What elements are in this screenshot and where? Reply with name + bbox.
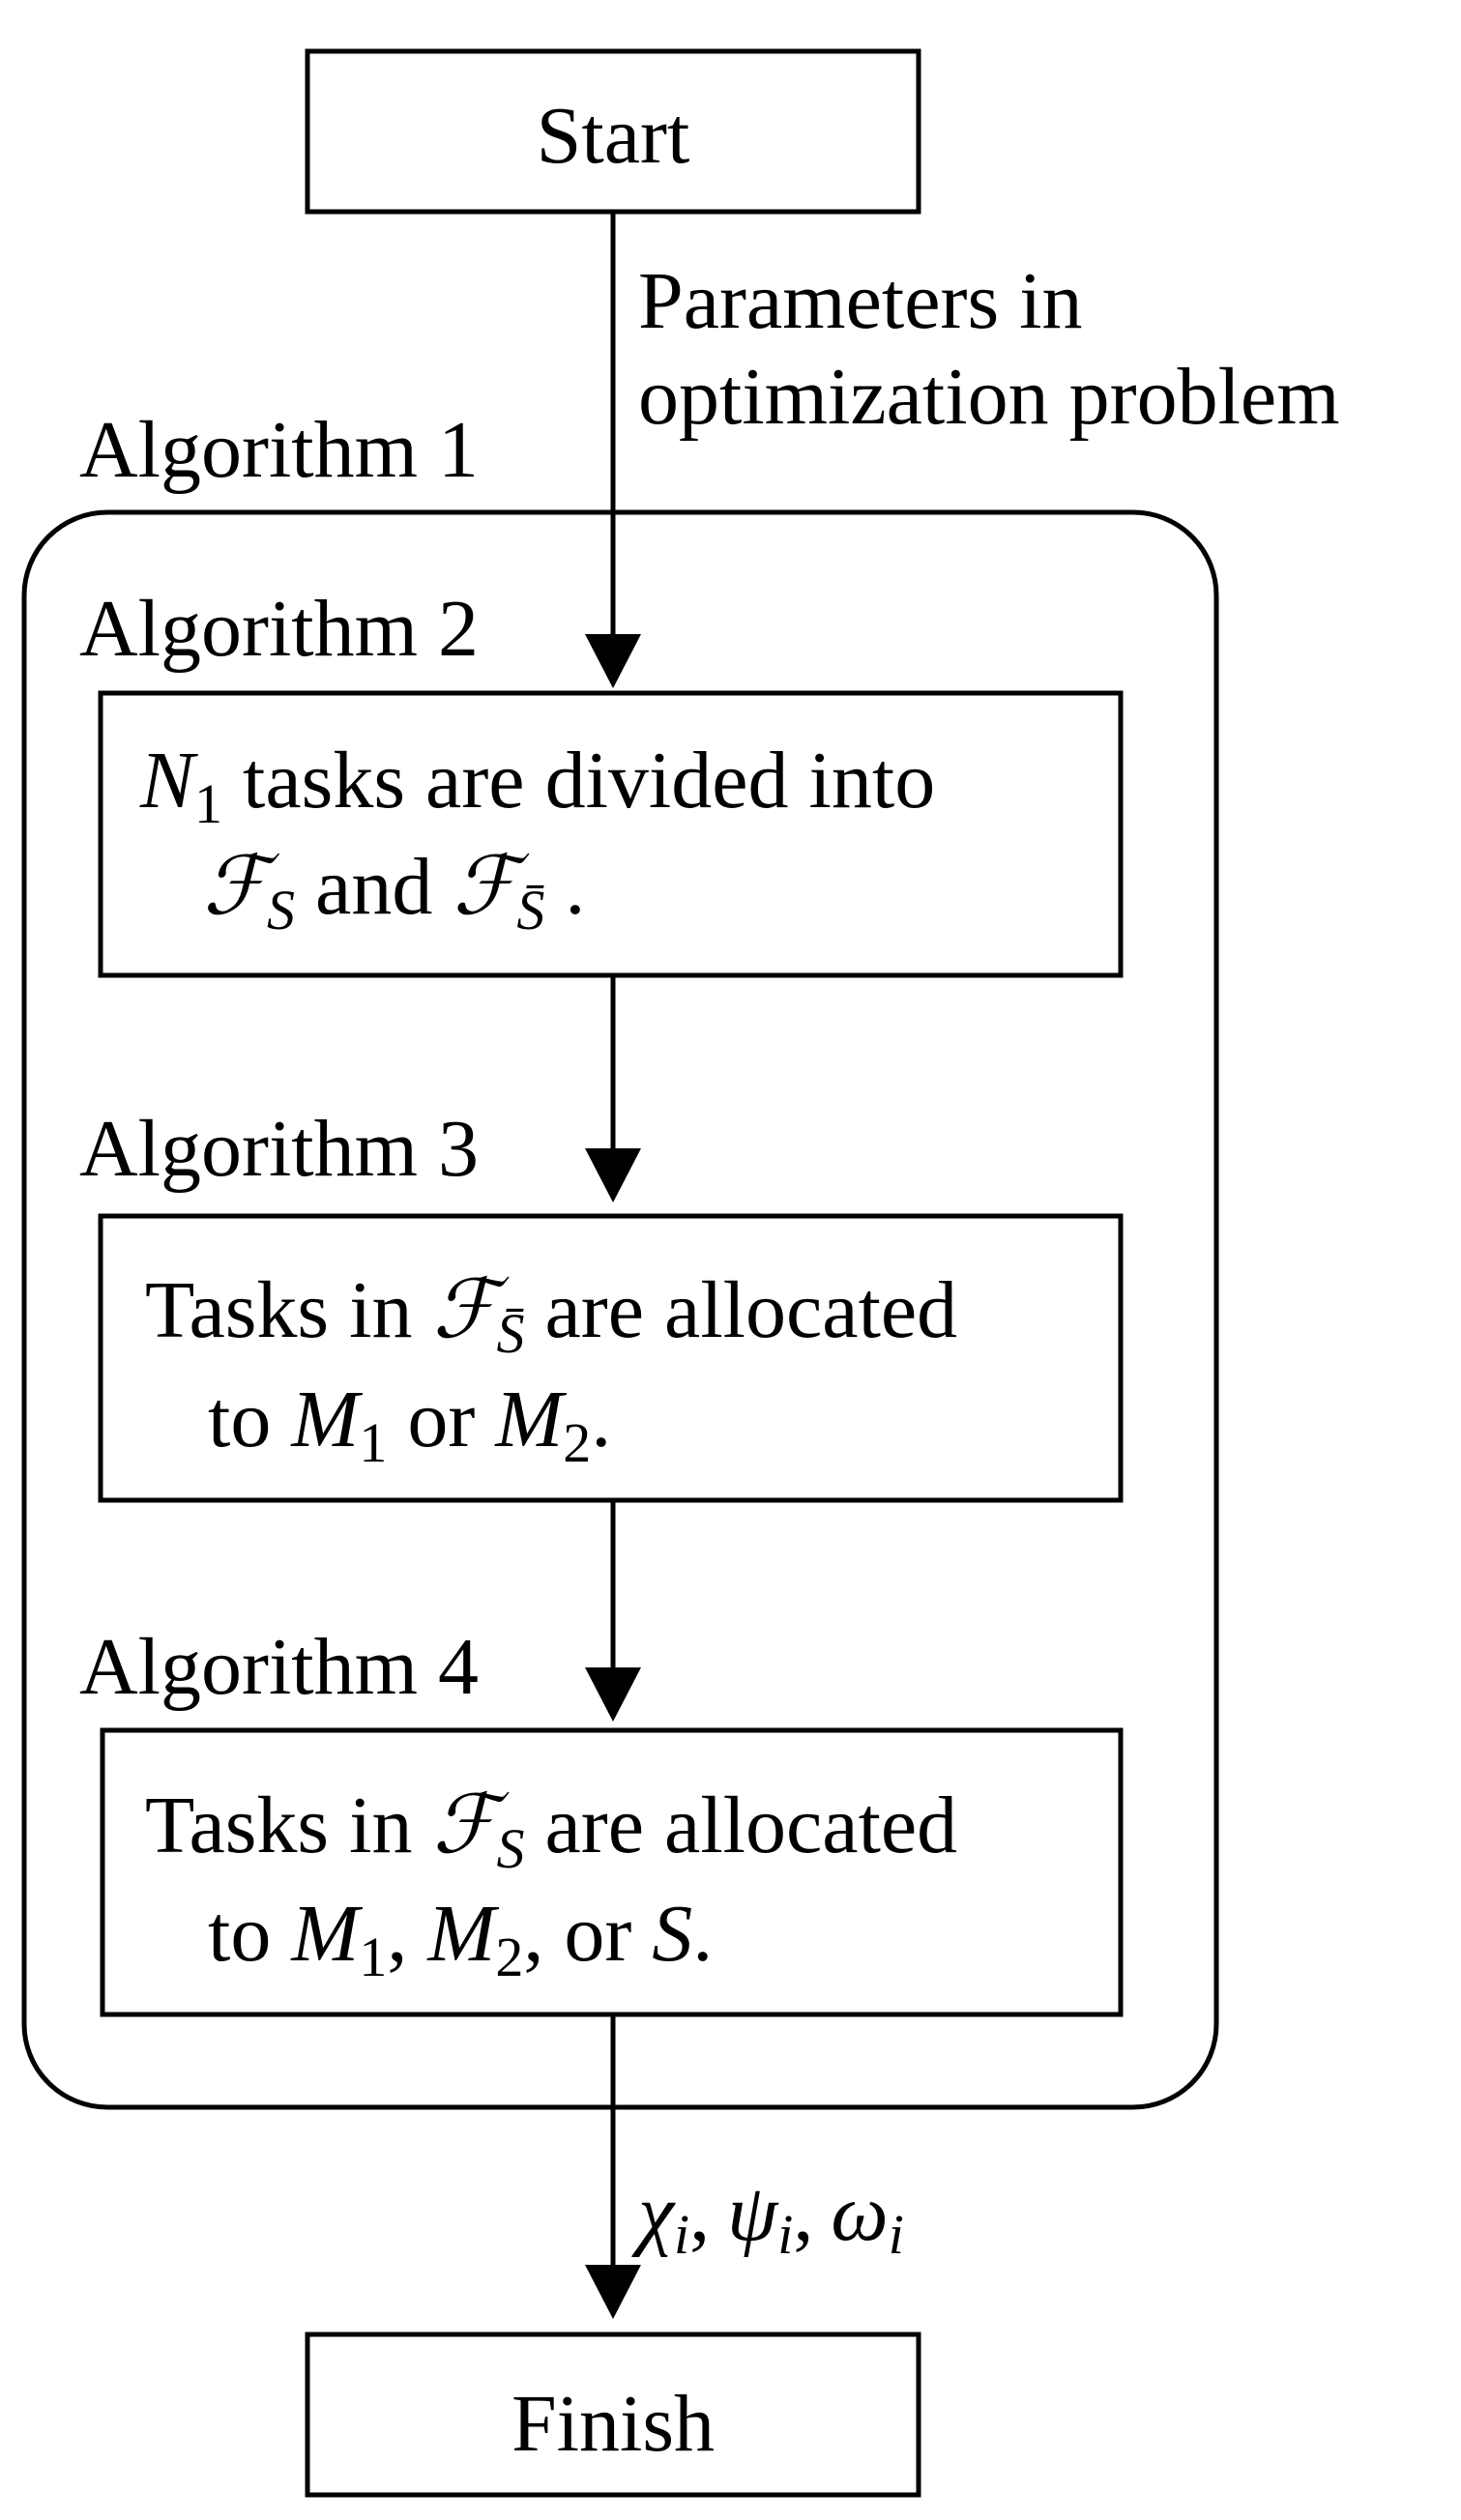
algorithm-3-box [98, 1213, 1124, 1503]
algorithm-3-f-subscript: S̄ [497, 1302, 525, 1365]
start-box [305, 48, 921, 215]
algorithm-4-m1-symbol: M [290, 1889, 363, 1979]
algorithm-3-to: to [208, 1375, 291, 1464]
algorithm-4-period: . [692, 1889, 713, 1979]
algorithm-1-title: Algorithm 1 [79, 405, 479, 495]
omega-subscript: i [889, 2203, 904, 2266]
algorithm-4-line-1: Tasks in ℱS are allocated [145, 1777, 957, 1880]
algorithm-1-container [21, 509, 1219, 2110]
algorithm-3-to-algorithm-4-arrowhead [585, 1667, 641, 1722]
algorithm-3-m2-subscript: 2 [563, 1411, 591, 1474]
algorithm-4-allocated: are allocated [525, 1781, 958, 1870]
algorithm-3-line-1: Tasks in ℱS̄ are allocated [145, 1261, 957, 1365]
output-comma-1: , [689, 2168, 710, 2258]
psi-subscript: i [777, 2203, 793, 2266]
algorithm-2-line-1: N1 tasks are divided into [139, 736, 935, 835]
algorithm-3-title: Algorithm 3 [79, 1104, 479, 1194]
output-comma-2: , [793, 2168, 813, 2258]
algorithm-4-tasks-in: Tasks in [145, 1781, 432, 1870]
algorithm-3-m1-symbol: M [290, 1375, 363, 1464]
start-label: Start [537, 91, 690, 181]
algorithm-4-m1-subscript: 1 [359, 1926, 387, 1988]
algorithm-2-box [98, 690, 1124, 978]
algorithm-2-and-text: and [295, 842, 453, 932]
algorithm-3-period: . [591, 1375, 611, 1464]
algorithm-3-allocated: are allocated [525, 1265, 958, 1355]
n-subscript: 1 [194, 772, 222, 835]
finish-box [305, 2332, 921, 2498]
algorithm-4-line-2: to M1, M2, or S. [208, 1889, 713, 1988]
f-s-bar-subscript: S̄ [516, 879, 544, 941]
parameters-label-line-1: Parameters in [638, 256, 1083, 346]
algorithm-3-or: or [387, 1375, 495, 1464]
algorithm-2-line-1-text: tasks are divided into [222, 736, 935, 826]
parameters-label-line-2: optimization problem [638, 352, 1340, 442]
algorithm-4-or: , or [523, 1889, 652, 1979]
algorithm-3-m1-subscript: 1 [359, 1411, 387, 1474]
algorithm-2-title: Algorithm 2 [79, 584, 479, 674]
algorithm-4-comma-1: , [387, 1889, 427, 1979]
algorithm-2-period: . [544, 842, 585, 932]
f-s-subscript: S [267, 879, 295, 941]
algorithm-2-line-2: ℱS and ℱS̄ . [203, 838, 585, 941]
algorithm-2-to-algorithm-3-arrowhead [585, 1148, 641, 1202]
algorithm-4-m2-subscript: 2 [495, 1926, 523, 1988]
chi-subscript: i [674, 2203, 689, 2266]
start-to-algorithm-2-arrowhead [585, 634, 641, 688]
algorithm-4-to: to [208, 1889, 291, 1979]
algorithm-4-box [100, 1727, 1124, 2017]
output-variables-label: χi,ψi,ωi [631, 2168, 904, 2266]
finish-label: Finish [511, 2379, 715, 2469]
algorithm-4-s-symbol: S [652, 1889, 692, 1979]
psi-symbol: ψ [727, 2168, 779, 2258]
chi-symbol: χ [631, 2168, 676, 2258]
algorithm-4-f-subscript: S [497, 1817, 525, 1880]
algorithm-3-line-2: to M1 or M2. [208, 1375, 611, 1474]
algorithm-3-tasks-in: Tasks in [145, 1265, 432, 1355]
omega-symbol: ω [831, 2168, 888, 2258]
algorithm-4-to-finish-arrowhead [585, 2265, 641, 2319]
algorithm-4-m2-symbol: M [426, 1889, 499, 1979]
n-symbol: N [139, 736, 198, 826]
algorithm-3-m2-symbol: M [494, 1375, 567, 1464]
algorithm-4-title: Algorithm 4 [79, 1622, 479, 1712]
